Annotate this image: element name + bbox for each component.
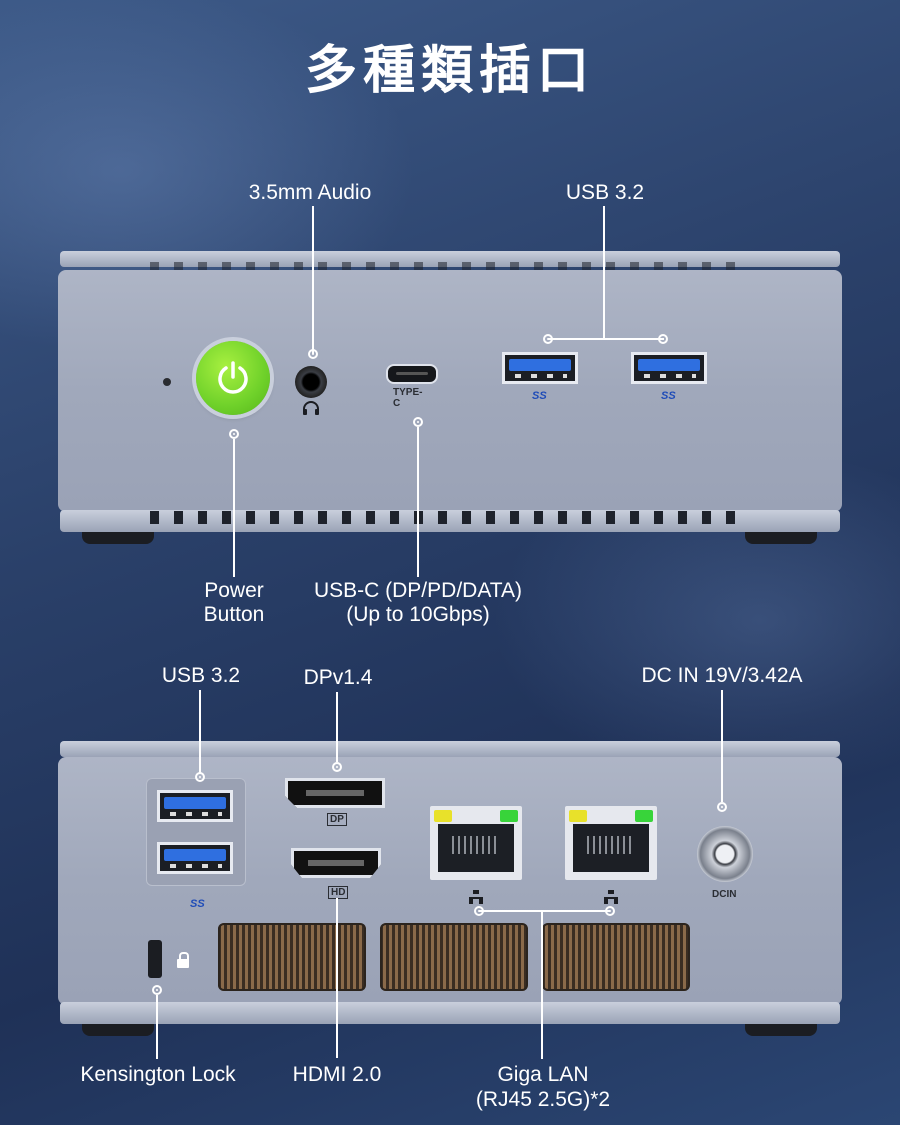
power-label-2: Button [203, 603, 265, 626]
lan-bar [479, 910, 610, 912]
usb-rear-leader [199, 690, 201, 774]
usbc-label-2: (Up to 10Gbps) [346, 603, 490, 626]
power-icon [218, 361, 248, 394]
status-led [163, 378, 171, 386]
usb-a-port-rear-1[interactable] [157, 790, 233, 822]
network-icon [469, 890, 483, 904]
dp-dot [332, 762, 342, 772]
page-title: 多種類插口 [304, 41, 595, 101]
rear-foot-left [82, 1024, 154, 1036]
foot-right [745, 532, 817, 544]
foot-left [82, 532, 154, 544]
hdmi-port[interactable] [291, 848, 381, 878]
ss-logo: SS [190, 898, 205, 910]
usb-front-dot-1 [543, 334, 553, 344]
headphone-icon [302, 400, 320, 421]
bottom-vent [150, 511, 750, 524]
usbc-dot [413, 417, 423, 427]
usb-front-dot-2 [658, 334, 668, 344]
dcin-mark: DCIN [712, 889, 737, 900]
vent-grille-1 [218, 923, 366, 991]
kensington-label: Kensington Lock [80, 1063, 236, 1086]
hd-logo: HD [328, 886, 349, 899]
audio-label: 3.5mm Audio [248, 181, 372, 204]
usb-a-port-rear-2[interactable] [157, 842, 233, 874]
usb-a-port-front-2[interactable] [631, 352, 707, 384]
rear-top-lid [60, 741, 840, 757]
displayport[interactable] [285, 778, 385, 808]
kensington-slot[interactable] [148, 940, 162, 978]
dc-in-jack[interactable] [697, 826, 753, 882]
kensington-leader [156, 995, 158, 1059]
dcin-leader [721, 690, 723, 802]
lan-port-1[interactable] [430, 806, 522, 880]
hdmi-leader [336, 898, 338, 1058]
usb-front-label: USB 3.2 [565, 181, 645, 204]
power-label-1: Power [204, 579, 264, 602]
network-icon [604, 890, 618, 904]
power-leader [233, 439, 235, 577]
ss-logo: SS [532, 390, 547, 402]
dp-leader [336, 692, 338, 762]
rear-bottom-lid [60, 1002, 840, 1024]
dp-logo: DP [327, 813, 347, 826]
usb-front-leader [603, 206, 605, 338]
vent-grille-2 [380, 923, 528, 991]
usb-rear-label: USB 3.2 [161, 664, 241, 687]
front-body [58, 270, 842, 512]
audio-leader [312, 206, 314, 354]
usb-front-bar [548, 338, 664, 340]
lan-label-1: Giga LAN [497, 1063, 589, 1086]
ss-logo: SS [661, 390, 676, 402]
power-dot [229, 429, 239, 439]
dcin-label: DC IN 19V/3.42A [641, 664, 803, 687]
usbc-label-1: USB-C (DP/PD/DATA) [313, 579, 523, 602]
rear-foot-right [745, 1024, 817, 1036]
usb-rear-dot [195, 772, 205, 782]
dcin-dot [717, 802, 727, 812]
lock-icon [177, 952, 189, 968]
kensington-dot [152, 985, 162, 995]
usb-c-port[interactable] [386, 364, 438, 384]
dp-label: DPv1.4 [303, 666, 373, 689]
usbc-leader [417, 427, 419, 577]
vent-grille-3 [542, 923, 690, 991]
typec-mark: TYPE-C [393, 387, 423, 409]
power-button[interactable] [196, 341, 270, 415]
lan-port-2[interactable] [565, 806, 657, 880]
lan-label-2: (RJ45 2.5G)*2 [475, 1088, 611, 1111]
audio-jack[interactable] [295, 366, 327, 398]
lan-leader [541, 911, 543, 1059]
audio-dot [308, 349, 318, 359]
hdmi-label: HDMI 2.0 [292, 1063, 382, 1086]
usb-a-port-front-1[interactable] [502, 352, 578, 384]
